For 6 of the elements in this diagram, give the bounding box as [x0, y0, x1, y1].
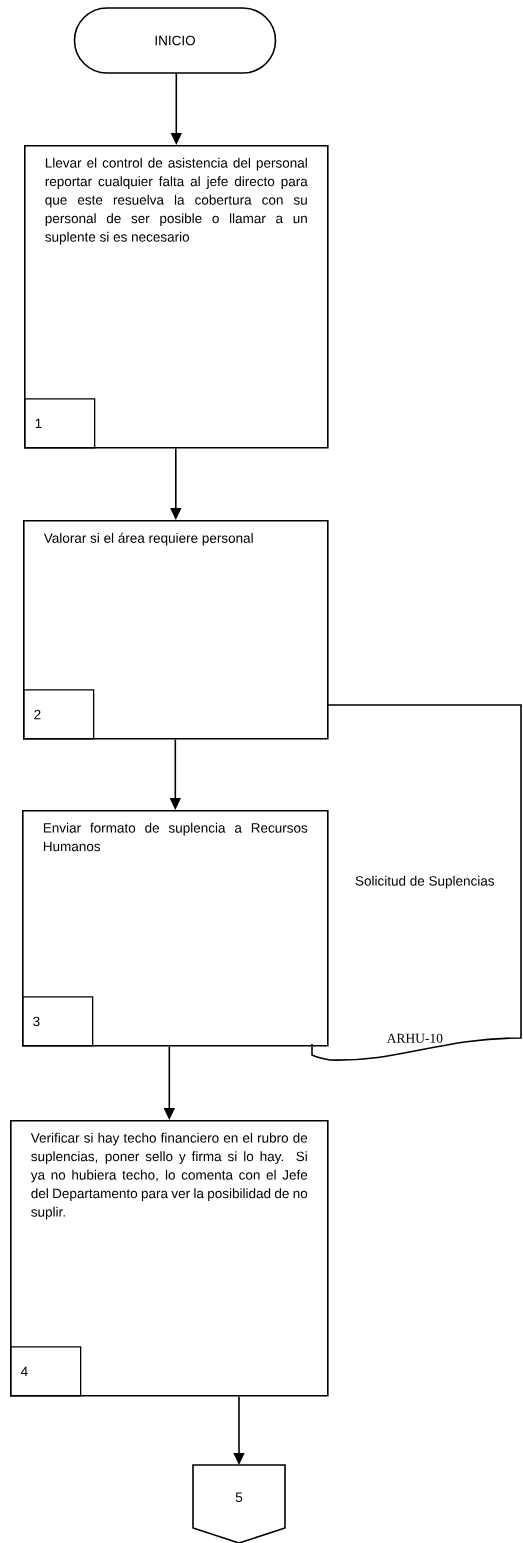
step-number-box: 2 [23, 689, 95, 740]
step-number-box: 1 [24, 398, 96, 449]
step-number-box: 4 [10, 1346, 82, 1397]
step-number-box: 3 [22, 996, 94, 1047]
terminator: INICIO [73, 7, 277, 74]
off-page-connector: 5 [192, 1464, 286, 1543]
